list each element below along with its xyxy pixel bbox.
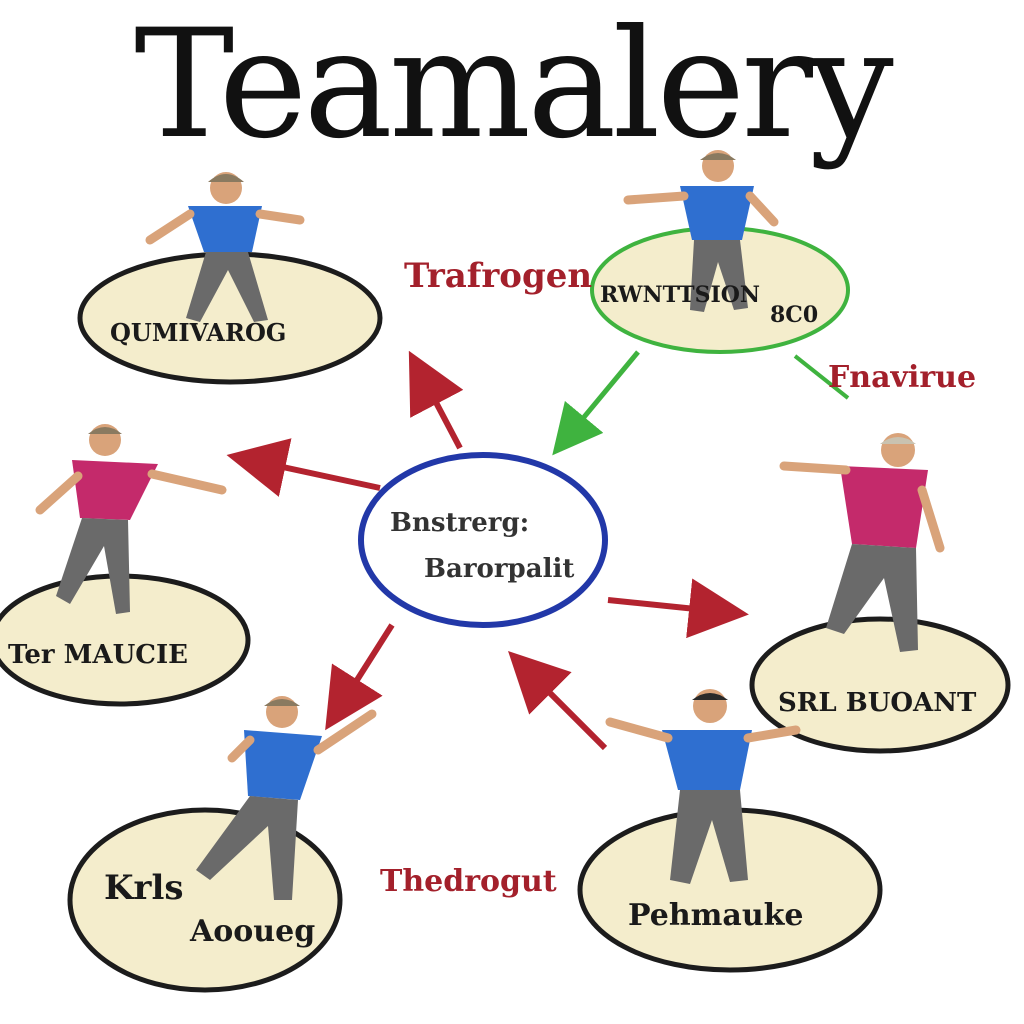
plate-label-bottom-left-line2: Aooueg bbox=[190, 914, 316, 949]
arrow-to-top-left bbox=[408, 350, 464, 450]
diagram-title: Teamalery bbox=[134, 0, 893, 172]
arrow-from-top-right bbox=[552, 350, 640, 456]
plate-label-top-right-right: 8C0 bbox=[770, 302, 819, 328]
arrow-from-bottom-right bbox=[508, 651, 608, 751]
figure-top-left bbox=[145, 172, 305, 322]
arrow-to-mid-left bbox=[226, 438, 381, 497]
figure-top-right bbox=[623, 150, 779, 312]
plate-label-bottom-left-line1: Krls bbox=[104, 868, 184, 908]
plate-label-mid-right: SRL BUOANT bbox=[778, 688, 977, 718]
arrow-green-tick bbox=[793, 354, 850, 400]
plate-label-bottom-right: Pehmauke bbox=[628, 898, 804, 933]
label-right: Fnavirue bbox=[828, 360, 977, 395]
arrow-to-mid-right bbox=[607, 578, 749, 639]
hub-label-line1: Bnstrerg: bbox=[390, 508, 530, 538]
hub-circle bbox=[358, 452, 608, 628]
figure-bottom-left bbox=[196, 696, 377, 900]
plate-label-top-left: QUMIVAROG bbox=[110, 318, 287, 347]
figure-bottom-right bbox=[605, 689, 801, 884]
figure-mid-right bbox=[779, 433, 945, 652]
label-top: Trafrogen bbox=[404, 256, 593, 296]
label-bottom: Thedrogut bbox=[380, 864, 557, 899]
figure-mid-left bbox=[35, 424, 227, 614]
plate-mid-right bbox=[749, 616, 1011, 754]
arrow-to-bottom-left bbox=[325, 623, 395, 731]
hub-label-line2: Barorpalit bbox=[424, 554, 575, 584]
plate-label-top-right-left: RWNTTSION bbox=[600, 282, 761, 308]
plate-label-mid-left: Ter MAUCIE bbox=[8, 640, 188, 670]
